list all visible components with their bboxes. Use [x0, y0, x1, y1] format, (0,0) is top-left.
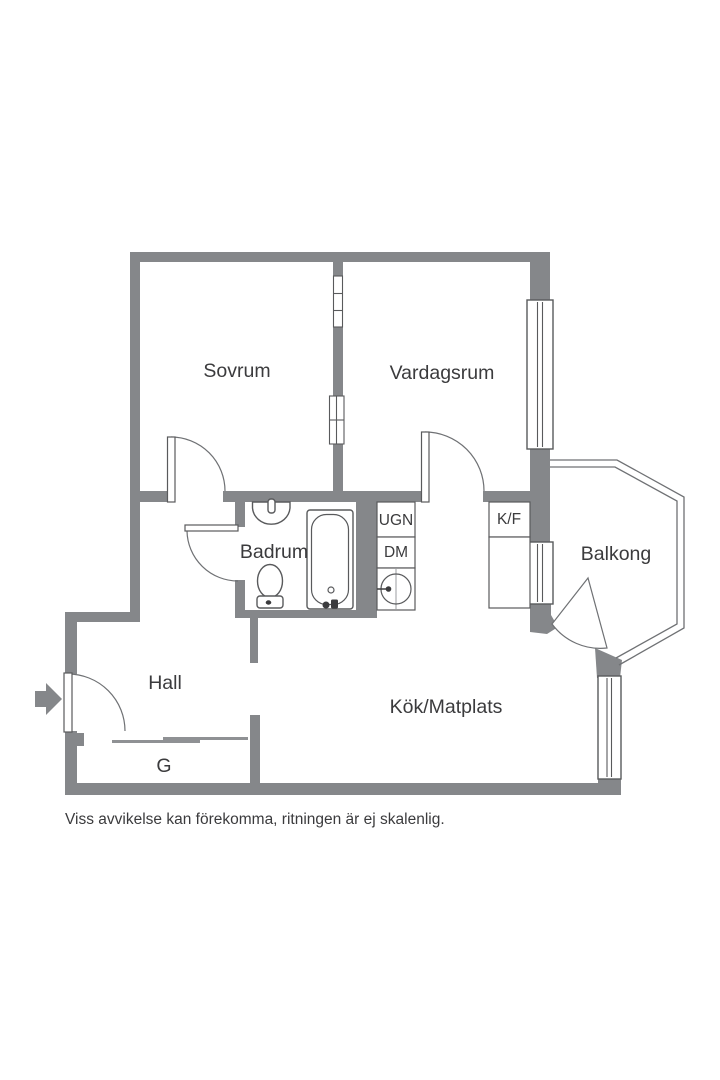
badrum-door-icon [184, 524, 239, 582]
kitchen-fittings [376, 501, 531, 611]
wall-left-step [77, 612, 140, 622]
bathroom-fixtures [251, 498, 354, 610]
wall-left-mid [65, 612, 77, 674]
wall-top [130, 252, 550, 262]
wall-mid-c [483, 491, 550, 502]
oven-label: UGN [379, 512, 413, 529]
wall-hall-kitchen-upper [250, 618, 258, 663]
entrance-door-icon [63, 672, 126, 733]
wall-right-top [530, 252, 550, 301]
entrance-arrow-icon [35, 683, 62, 715]
windows [328, 275, 622, 780]
toilet-icon [256, 563, 284, 609]
hall-label: Hall [148, 672, 182, 694]
wall-vent-icon [332, 275, 344, 328]
dishwasher-label: DM [384, 544, 408, 561]
balcony-railing-inner [550, 466, 678, 659]
wall-badrum-west-lower [235, 580, 245, 618]
balcony-railing-outer [550, 459, 685, 666]
wall-hall-kitchen-lower [250, 715, 260, 785]
washbasin-icon [251, 498, 291, 525]
wall-badrum-east [356, 502, 377, 610]
wall-wardrobe-stub [77, 733, 84, 746]
kitchen-counter-box [488, 536, 531, 609]
wall-balcony-door-jamb [530, 604, 558, 634]
wall-mid-a [130, 491, 168, 502]
wall-sovrum-vardagsrum-divider [333, 262, 343, 491]
kitchen-balcony-window-icon [526, 541, 554, 605]
disclaimer-text: Viss avvikelse kan förekomma, ritningen … [65, 811, 445, 828]
wall-bottom [65, 783, 621, 795]
wall-badrum-west-upper [235, 502, 245, 527]
vardagsrum-door-icon [420, 431, 485, 503]
radiator-icon [328, 395, 345, 445]
dishwasher-box [376, 536, 416, 569]
vardagsrum-label: Vardagsrum [390, 362, 495, 384]
wall-badrum-bottom [235, 610, 377, 618]
doors [63, 431, 608, 743]
sovrum-door-icon [166, 436, 226, 503]
balkong-label: Balkong [581, 543, 651, 565]
wall-bottom-right-corner [598, 778, 621, 795]
room-labels: Sovrum Vardagsrum Badrum Balkong Hall G … [148, 360, 651, 777]
sovrum-label: Sovrum [203, 360, 270, 382]
badrum-label: Badrum [240, 541, 308, 563]
wardrobe-sliding-door-icon [112, 737, 248, 743]
vardagsrum-window-icon [526, 299, 554, 450]
kitchen-sink-icon [376, 567, 416, 611]
oven-box [376, 501, 416, 538]
walls [65, 252, 622, 795]
wall-mid-b [223, 491, 422, 502]
balcony-door-icon [551, 576, 608, 649]
wall-balcony-angled [595, 648, 622, 678]
garderob-label: G [156, 755, 171, 777]
kok-matplats-label: Kök/Matplats [390, 696, 503, 718]
kitchen-window-icon [597, 675, 622, 780]
wall-left-upper [130, 252, 140, 622]
bathtub-icon [306, 509, 354, 610]
fridge-freezer-label: K/F [497, 511, 521, 528]
wall-left-lower [65, 731, 77, 795]
balcony-outline [550, 459, 685, 666]
